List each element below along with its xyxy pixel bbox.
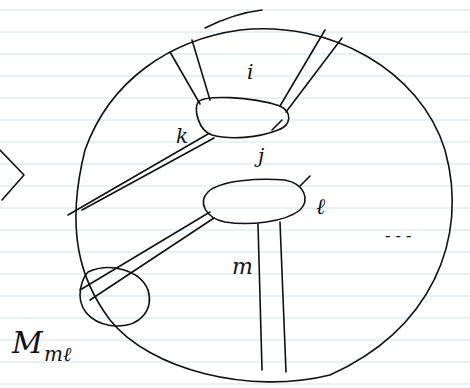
upper-leg	[272, 120, 282, 130]
notebook-lines	[0, 10, 470, 384]
lower-leg	[300, 176, 310, 186]
arrow-mark	[0, 150, 24, 200]
index-label: j	[258, 146, 264, 166]
outer-circle	[76, 29, 452, 382]
ellipsis-note: - - -	[385, 228, 411, 244]
index-label: m	[232, 256, 253, 278]
ink-strokes	[0, 10, 452, 382]
lower-blob	[203, 179, 305, 223]
upper-leg	[68, 134, 214, 215]
lower-leg	[258, 222, 286, 372]
top-arc	[205, 10, 262, 28]
index-label: i	[247, 62, 253, 82]
upper-blob	[197, 97, 289, 137]
cut-circle	[80, 268, 149, 326]
index-label: ℓ	[316, 196, 325, 218]
upper-leg	[280, 30, 342, 112]
matrix-symbol: M	[12, 328, 43, 358]
matrix-subscript: mℓ	[44, 344, 71, 364]
upper-leg	[170, 40, 210, 104]
index-label: k	[176, 126, 188, 146]
